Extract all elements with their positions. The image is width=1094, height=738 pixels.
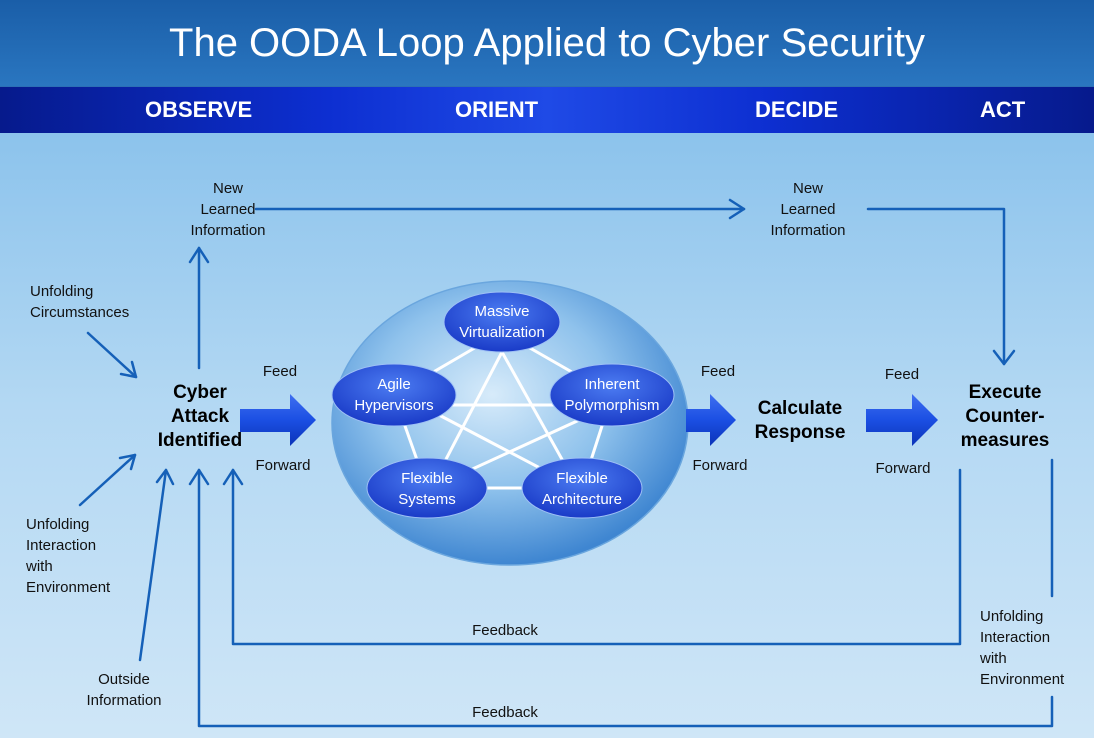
arrowhead-outside-info (155, 468, 175, 486)
label-unfolding-interaction-left: Unfolding Interaction with Environment (26, 514, 146, 598)
big-arrow-orient-decide (686, 394, 736, 446)
arrowhead-unfolding-interaction-left (118, 453, 137, 471)
text-outside-info: Outside Information (86, 671, 162, 709)
text-inherent-polymorphism: Inherent Polymorphism (564, 376, 660, 414)
node-flexible-architecture (521, 457, 643, 519)
stage-cyber-attack: Cyber Attack Identified (140, 381, 260, 453)
text-flexible-systems: Flexible Systems (398, 470, 456, 508)
phase-decide: DECIDE (755, 97, 839, 122)
text-execute: Execute Counter- measures (960, 382, 1050, 451)
arrowhead-new-info-to-execute (992, 349, 1016, 366)
text-unfolding-circumstances: Unfolding Circumstances (30, 283, 130, 321)
label-unfolding-interaction-right: Unfolding Interaction with Environment (980, 606, 1090, 690)
phase-observe: OBSERVE (145, 97, 253, 122)
phase-act: ACT (980, 97, 1026, 122)
title-bar: The OODA Loop Applied to Cyber Security (0, 0, 1094, 87)
feedback-loop-inner (231, 468, 962, 646)
text-flexible-architecture: Flexible Architecture (541, 470, 623, 508)
label-feed-3: Feed (884, 366, 920, 383)
label-forward-3: Forward (875, 460, 931, 477)
node-label-agile-hypervisors: Agile Hypervisors (332, 374, 456, 416)
feedback-loop-outer-bottom (197, 468, 1054, 728)
label-new-info-right: New Learned Information (753, 178, 863, 241)
node-flexible-systems (366, 457, 488, 519)
label-unfolding-circumstances: Unfolding Circumstances (30, 281, 170, 323)
arrowhead-feedback-inner (222, 468, 244, 486)
label-forward-2: Forward (692, 457, 748, 474)
text-new-info-right: New Learned Information (770, 180, 846, 239)
arrowhead-unfolding-circumstances (119, 360, 138, 379)
arrow-outside-info (138, 468, 168, 662)
label-feed-1: Feed (262, 363, 298, 380)
arrow-unfolding-circumstances (86, 331, 138, 379)
phase-orient: ORIENT (455, 97, 539, 122)
big-arrow-decide-act (866, 394, 938, 446)
text-cyber-attack: Cyber Attack Identified (157, 382, 243, 451)
text-calculate-response: Calculate Response (754, 398, 846, 443)
text-massive-virtualization: Massive Virtualization (459, 303, 545, 341)
label-feedback-2: Feedback (472, 704, 538, 721)
stage-calculate-response: Calculate Response (730, 397, 870, 445)
arrow-unfolding-interaction-left (78, 453, 137, 507)
label-new-info-left: New Learned Information (178, 178, 278, 241)
text-agile-hypervisors: Agile Hypervisors (354, 376, 434, 414)
node-inherent-polymorphism (549, 363, 675, 427)
node-label-massive-virtualization: Massive Virtualization (444, 301, 560, 343)
label-forward-1: Forward (255, 457, 311, 474)
arrowhead-attack-to-new-info (188, 246, 210, 264)
node-massive-virtualization (443, 291, 561, 353)
text-unfolding-interaction-left: Unfolding Interaction with Environment (26, 516, 111, 596)
node-label-flexible-architecture: Flexible Architecture (522, 468, 642, 510)
arrowhead-new-info-top (728, 198, 746, 220)
label-feedback-1: Feedback (472, 622, 538, 639)
label-feed-2: Feed (700, 363, 736, 380)
phase-bar: OBSERVE ORIENT DECIDE ACT (0, 87, 1094, 133)
text-unfolding-interaction-right: Unfolding Interaction with Environment (980, 608, 1065, 688)
big-arrow-observe-orient (240, 394, 316, 446)
label-outside-info: Outside Information (64, 669, 184, 711)
stage-execute: Execute Counter- measures (940, 381, 1070, 453)
node-agile-hypervisors (331, 363, 457, 427)
text-new-info-left: New Learned Information (190, 180, 266, 239)
node-label-inherent-polymorphism: Inherent Polymorphism (550, 374, 674, 416)
node-label-flexible-systems: Flexible Systems (367, 468, 487, 510)
arrowhead-feedback-outer (188, 468, 210, 486)
arrow-new-info-to-execute (866, 207, 1006, 366)
diagram-title: The OODA Loop Applied to Cyber Security (169, 20, 925, 65)
